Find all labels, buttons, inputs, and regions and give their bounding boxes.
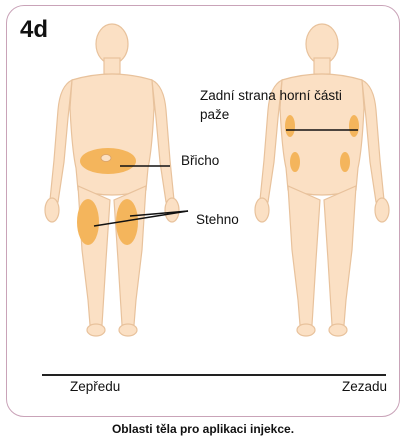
abdomen-label: Břicho	[181, 152, 219, 170]
baseline-divider	[42, 374, 386, 376]
front-body-figure	[45, 24, 179, 336]
navel	[101, 155, 111, 162]
back-view-label: Zezadu	[342, 378, 387, 396]
left-thigh-area	[77, 199, 99, 245]
back-upper-arm-label: Zadní strana horní části paže	[200, 86, 350, 124]
thigh-label: Stehno	[196, 211, 239, 229]
left-flank-area	[290, 152, 300, 172]
front-view-label: Zepředu	[70, 378, 120, 396]
right-flank-area	[340, 152, 350, 172]
back-body-figure	[255, 24, 389, 336]
right-upper-arm-area	[349, 115, 359, 137]
